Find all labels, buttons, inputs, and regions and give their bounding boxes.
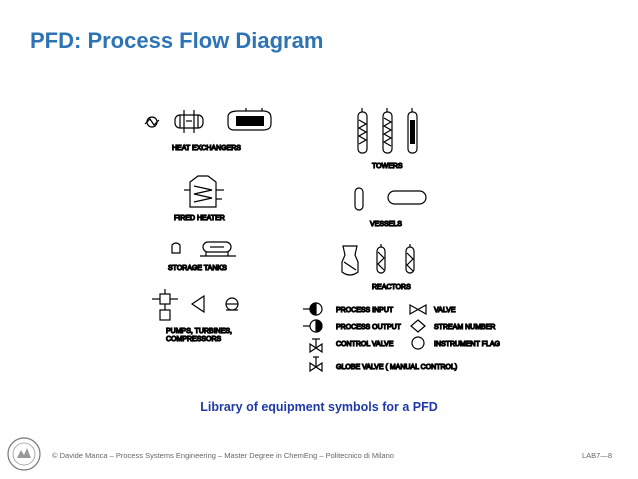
pump-icon bbox=[152, 289, 178, 321]
tower-icon bbox=[357, 108, 418, 154]
slide-title: PFD: Process Flow Diagram bbox=[30, 28, 324, 53]
heat-exchangers-label: HEAT EXCHANGERS bbox=[172, 145, 241, 152]
heat-exchanger-icon bbox=[144, 116, 160, 128]
footer-text: © Davide Manca – Process Systems Enginee… bbox=[52, 451, 394, 460]
valve-icon bbox=[409, 303, 427, 316]
process-input-icon bbox=[303, 302, 323, 316]
process-output-label: PROCESS OUTPUT bbox=[336, 324, 402, 331]
university-seal-icon bbox=[7, 437, 41, 471]
process-input-label: PROCESS INPUT bbox=[336, 307, 394, 314]
globe-valve-icon bbox=[309, 356, 323, 373]
horizontal-storage-tank-icon bbox=[200, 241, 236, 257]
instrument-flag-icon bbox=[411, 336, 425, 350]
control-valve-icon bbox=[309, 338, 323, 354]
vessels-label: VESSELS bbox=[370, 221, 402, 228]
reactors-label: REACTORS bbox=[372, 284, 411, 291]
shell-tube-exchanger-icon bbox=[174, 110, 204, 133]
reactor-icon bbox=[341, 244, 415, 276]
control-valve-label: CONTROL VALVE bbox=[336, 341, 394, 348]
fired-heater-icon bbox=[184, 175, 224, 208]
towers-label: TOWERS bbox=[372, 163, 403, 170]
storage-tank-icon bbox=[171, 242, 181, 254]
compressor-icon bbox=[225, 297, 239, 311]
instrument-flag-label: INSTRUMENT FLAG bbox=[434, 341, 500, 348]
turbine-icon bbox=[190, 294, 205, 314]
horizontal-vessel-icon bbox=[387, 190, 427, 205]
fired-heater-label: FIRED HEATER bbox=[174, 215, 225, 222]
globe-valve-label: GLOBE VALVE ( MANUAL CONTROL) bbox=[336, 364, 457, 371]
page-number: LAB7—8 bbox=[581, 451, 612, 460]
figure-caption: Library of equipment symbols for a PFD bbox=[200, 400, 438, 414]
stream-number-icon bbox=[410, 319, 426, 333]
kettle-reboiler-icon bbox=[227, 108, 272, 131]
storage-tanks-label: STORAGE TANKS bbox=[168, 265, 227, 272]
valve-label: VALVE bbox=[434, 307, 456, 314]
pumps-label-line1: PUMPS, TURBINES, bbox=[166, 328, 232, 335]
pumps-label-line2: COMPRESSORS bbox=[166, 336, 222, 343]
process-output-icon bbox=[303, 319, 323, 333]
stream-number-label: STREAM NUMBER bbox=[434, 324, 495, 331]
vertical-vessel-icon bbox=[354, 187, 364, 211]
